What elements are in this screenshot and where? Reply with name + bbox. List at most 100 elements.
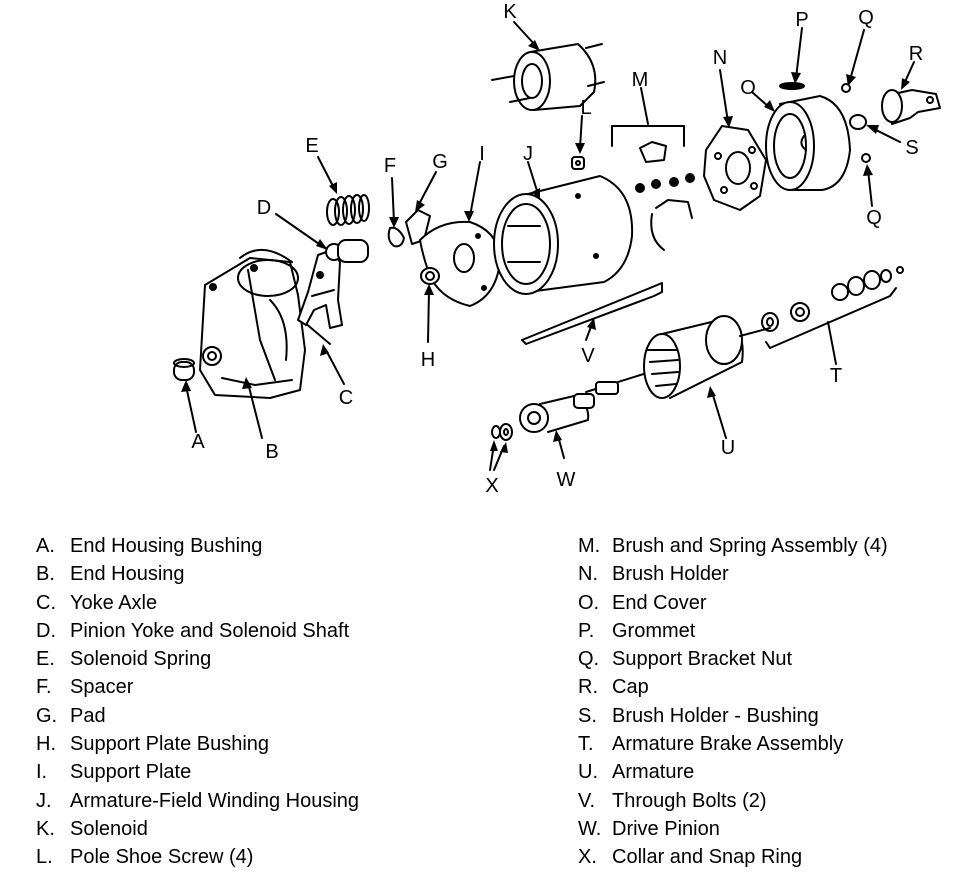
legend-key: L. bbox=[36, 846, 53, 869]
legend-label: Drive Pinion bbox=[612, 817, 720, 840]
legend-label: Solenoid bbox=[70, 817, 148, 840]
legend-item: K.Solenoid bbox=[36, 815, 359, 843]
leader-e bbox=[317, 156, 335, 189]
legend-item: T.Armature Brake Assembly bbox=[578, 730, 888, 758]
end-cover-part bbox=[765, 95, 851, 191]
legend-key: O. bbox=[578, 591, 600, 614]
legend-key: A. bbox=[36, 535, 55, 557]
callout-p: P bbox=[795, 9, 808, 31]
callout-m: M bbox=[632, 69, 649, 91]
callout-g: G bbox=[432, 151, 448, 173]
leader-g bbox=[417, 171, 437, 207]
callout-j: J bbox=[523, 143, 533, 165]
cap-part bbox=[881, 89, 941, 125]
legend-label: Pinion Yoke and Solenoid Shaft bbox=[70, 619, 350, 642]
callout-c: C bbox=[339, 387, 353, 409]
callout-v: V bbox=[581, 345, 595, 367]
legend-label: Brush and Spring Assembly (4) bbox=[612, 535, 888, 557]
legend-key: V. bbox=[578, 789, 596, 812]
yoke-axle-part bbox=[303, 321, 331, 345]
legend-label: Armature Brake Assembly bbox=[612, 733, 844, 756]
end-housing-bushing-part bbox=[173, 358, 195, 381]
legend-key: H. bbox=[36, 733, 56, 756]
legend-left-column: A. End Housing Bushing B.End Housing C. Yo… bbox=[36, 532, 359, 872]
leader-c bbox=[325, 349, 345, 385]
leader-d bbox=[275, 213, 323, 247]
legend-label: Support Plate bbox=[70, 761, 192, 784]
legend-label: Yoke Axle bbox=[70, 591, 158, 614]
callout-n: N bbox=[713, 47, 727, 69]
legend-item: W. Drive Pinion bbox=[578, 815, 888, 843]
armature-brake-part bbox=[761, 266, 904, 349]
legend-label: Armature-Field Winding Housing bbox=[70, 789, 360, 812]
legend-key: D. bbox=[36, 619, 56, 642]
callout-w: W bbox=[557, 469, 576, 491]
legend-label: End Cover bbox=[612, 591, 707, 614]
solenoid-part bbox=[491, 43, 605, 111]
callout-k: K bbox=[503, 1, 517, 23]
legend-key: M. bbox=[578, 535, 601, 557]
legend-label: Brush Holder bbox=[612, 563, 729, 586]
spacer-part bbox=[387, 226, 405, 248]
legend-label: Support Plate Bushing bbox=[70, 733, 270, 756]
support-plate-bushing-part bbox=[420, 267, 440, 285]
brush-holder-part bbox=[703, 125, 767, 211]
brush-spring-assembly-part bbox=[611, 125, 695, 251]
callout-r: R bbox=[909, 43, 923, 65]
legend-label: Pad bbox=[70, 704, 106, 727]
grommet-part bbox=[779, 82, 805, 90]
legend-label: End Housing bbox=[70, 563, 185, 586]
leader-u bbox=[711, 391, 727, 439]
legend-label: Solenoid Spring bbox=[70, 648, 212, 671]
collar-snap-ring-part bbox=[491, 423, 513, 441]
callout-a: A bbox=[191, 431, 205, 453]
legend-label: Brush Holder - Bushing bbox=[612, 704, 819, 727]
leader-j bbox=[527, 161, 539, 195]
legend-item: Q.Support Bracket Nut bbox=[578, 645, 888, 673]
callout-d: D bbox=[257, 197, 271, 219]
leader-b bbox=[247, 382, 263, 439]
legend-item: X.Collar and Snap Ring bbox=[578, 843, 888, 871]
legend-key: F. bbox=[36, 676, 52, 699]
leader-i bbox=[469, 161, 481, 217]
legend-item: B.End Housing bbox=[36, 560, 359, 588]
legend-item: C. Yoke Axle bbox=[36, 589, 359, 617]
legend-label: Spacer bbox=[70, 676, 134, 699]
callout-t: T bbox=[830, 365, 842, 387]
legend-key: U. bbox=[578, 761, 598, 784]
legend-item: P.Grommet bbox=[578, 617, 888, 645]
legend-item: E.Solenoid Spring bbox=[36, 645, 359, 673]
legend-item: O. End Cover bbox=[578, 589, 888, 617]
through-bolt-part bbox=[521, 282, 663, 345]
legend-label: Through Bolts (2) bbox=[612, 789, 767, 812]
field-winding-housing-part bbox=[493, 175, 634, 295]
callout-o: O bbox=[740, 77, 756, 99]
legend-item: A. End Housing Bushing bbox=[36, 532, 359, 560]
brush-holder-bushing-part bbox=[849, 114, 867, 130]
callout-i: I bbox=[479, 143, 485, 165]
drive-pinion-part bbox=[519, 393, 595, 433]
legend-key: W. bbox=[578, 817, 602, 840]
legend-key: R. bbox=[578, 676, 598, 699]
leader-q-top bbox=[849, 29, 865, 81]
leader-h bbox=[427, 289, 430, 343]
legend-label: Grommet bbox=[612, 619, 696, 642]
legend-label: Pole Shoe Screw (4) bbox=[70, 846, 254, 869]
legend-label: Cap bbox=[612, 676, 649, 699]
callout-x: X bbox=[485, 475, 498, 497]
legend-item: S.Brush Holder - Bushing bbox=[578, 702, 888, 730]
leader-q-bottom bbox=[867, 169, 873, 207]
callout-l: L bbox=[580, 97, 591, 119]
legend-item: R. Cap bbox=[578, 673, 888, 701]
legend-item: M. Brush and Spring Assembly (4) bbox=[578, 532, 888, 560]
legend-key: G. bbox=[36, 704, 58, 727]
leader-n bbox=[719, 69, 729, 123]
legend-key: C. bbox=[36, 591, 56, 614]
legend-label: End Housing Bushing bbox=[70, 535, 263, 557]
leader-a bbox=[185, 385, 197, 433]
callout-u: U bbox=[721, 437, 735, 459]
legend-item: V. Through Bolts (2) bbox=[578, 787, 888, 815]
callout-q-top: Q bbox=[858, 7, 874, 29]
leader-l bbox=[579, 115, 583, 149]
legend-item: F. Spacer bbox=[36, 673, 359, 701]
